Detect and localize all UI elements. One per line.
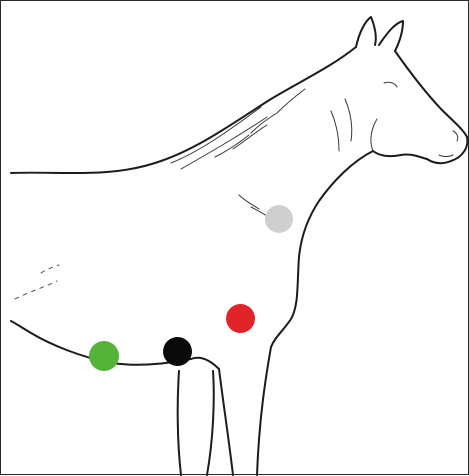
horse-face-outline [395, 51, 467, 163]
horse-ear-left [356, 17, 376, 47]
marker-black [163, 337, 192, 366]
horse-mouth [439, 155, 453, 157]
horse-ear-right [379, 21, 403, 51]
horse-chest [271, 257, 299, 347]
horse-chin [373, 151, 427, 159]
horse-front-leg-back [219, 369, 233, 475]
horse-hind-leg-front [178, 371, 181, 475]
horse-back-outline [11, 47, 356, 173]
marker-gray [265, 205, 293, 233]
horse-mane [171, 89, 305, 169]
horse-nostril [453, 131, 458, 141]
marker-green [89, 341, 119, 371]
horse-front-leg-front [257, 347, 271, 475]
horse-neck-underside [299, 151, 373, 257]
horse-elbow [191, 358, 219, 369]
marker-red [226, 304, 255, 333]
horse-eye [384, 82, 397, 87]
horse-jaw [371, 119, 377, 151]
horse-hind-leg-back [207, 371, 214, 475]
horse-neck-hatching [331, 99, 352, 151]
horse-shading-left [15, 265, 59, 299]
